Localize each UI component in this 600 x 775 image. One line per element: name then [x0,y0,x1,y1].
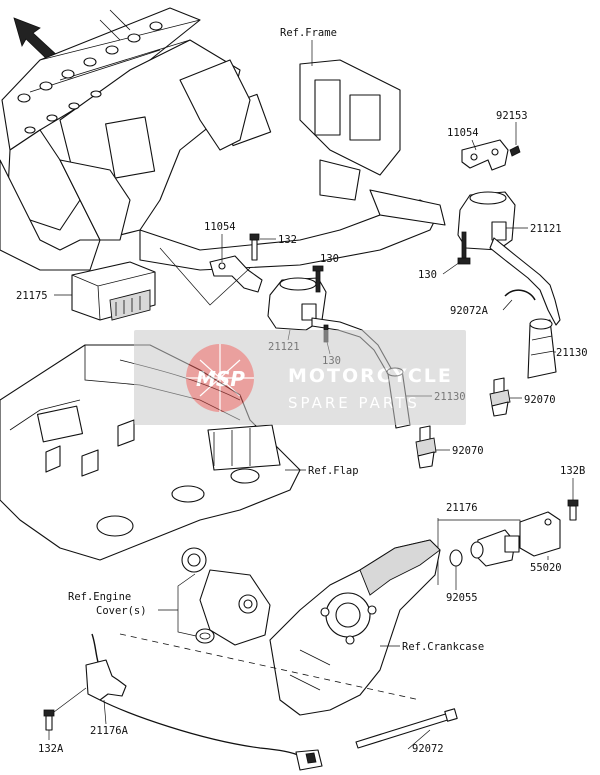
ref-frame-label: Ref.Frame [280,27,337,39]
watermark-line1: MOTORCYCLE [288,365,453,387]
part-label-21176: 21176 [446,502,478,514]
ignition-coil-21121-right: 21121 [457,191,562,326]
part-label-21130-right: 21130 [556,347,588,359]
crankcase: Ref.Crankcase [269,539,484,716]
engine-cover-parts: Ref.Engine Cover(s) [68,547,271,646]
bracket-11054-left: 11054 [204,221,263,293]
screw-130-right: 130 [418,231,471,281]
part-label-130-right: 130 [418,269,437,281]
screw-130-top: 130 [312,253,339,293]
bracket-11054-right: 11054 [447,127,509,171]
part-label-92072: 92072 [412,743,444,755]
part-label-132a: 132A [38,743,64,755]
ref-flap-label: Ref.Flap [308,465,359,477]
bolt-132a: 132A [38,687,87,755]
part-label-132: 132 [278,234,297,246]
bolt-132: 132 [249,233,297,261]
sensor-21176: 21176 [437,502,521,585]
clamp-92072a: 92072A [450,289,536,317]
ref-engine-cover-label-line1: Ref.Engine [68,591,131,603]
ref-engine-cover-label-line2: Cover(s) [96,605,147,617]
plug-cap-21130-right: 21130 [527,318,588,379]
ref-crankcase-label: Ref.Crankcase [402,641,484,653]
part-label-55020: 55020 [530,562,562,574]
part-label-92070-center: 92070 [452,445,484,457]
part-label-92055: 92055 [446,592,478,604]
part-label-92072a: 92072A [450,305,489,317]
frame-structure [0,7,446,271]
part-label-11054-right: 11054 [447,127,479,139]
cable-tie-92072: 92072 [355,708,458,755]
o-ring-92055: 92055 [446,549,478,604]
part-label-21175: 21175 [16,290,48,302]
watermark-line2: SPARE PARTS [288,394,420,412]
ref-frame-callout: Ref.Frame [280,27,337,66]
part-label-11054-left: 11054 [204,221,236,233]
bolt-92153: 92153 [496,110,528,157]
part-label-21121-right: 21121 [530,223,562,235]
bracket-55020: 55020 [519,511,562,574]
spark-plug-92070-right: 92070 [489,377,556,417]
spark-plug-92070-center: 92070 [415,425,484,469]
sensor-21176a: 21176A [85,633,323,771]
part-label-92153: 92153 [496,110,528,122]
part-label-21176a: 21176A [90,725,129,737]
watermark-logo: MSP [196,367,245,391]
watermark: MSP MOTORCYCLE SPARE PARTS [134,330,466,425]
bolt-132b: 132B [560,465,585,521]
part-label-130-top: 130 [320,253,339,265]
part-label-92070-right: 92070 [524,394,556,406]
part-label-132b: 132B [560,465,585,477]
flap-tray: Ref.Flap [0,344,359,561]
ecu-21175: 21175 [16,261,156,321]
